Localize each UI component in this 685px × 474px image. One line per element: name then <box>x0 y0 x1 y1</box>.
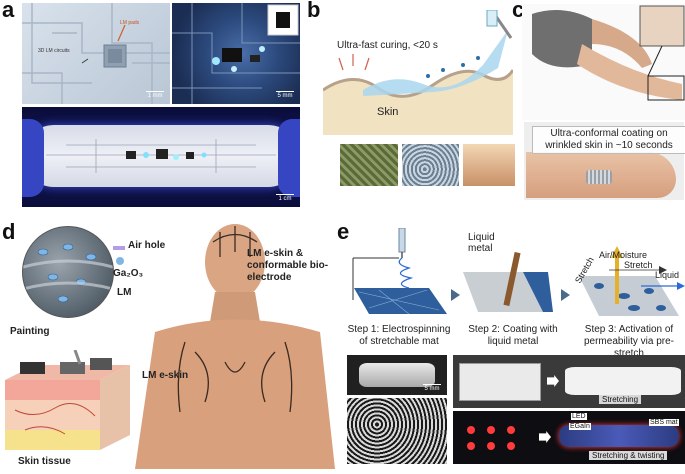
step-arrow-1 <box>451 289 460 301</box>
arrow-twist <box>539 431 551 443</box>
zoom-circle <box>22 226 114 318</box>
texture-photo-leaf <box>340 144 398 186</box>
curing-time-text: Ultra-fast curing, <20 s <box>337 40 438 51</box>
scale-bar-1: 1 mm <box>146 91 164 99</box>
glove-left <box>22 119 44 197</box>
panel-a-label: a <box>2 0 15 22</box>
liquid-label: Liquid <box>655 270 680 280</box>
skin-layers-block <box>5 349 130 450</box>
stretching-caption: Stretching <box>599 395 642 404</box>
air-moisture-label: Air/Moisture <box>599 250 648 260</box>
led-board-graphic <box>172 3 300 104</box>
lm-eskin-label: LM e-skin <box>142 370 189 381</box>
legend-ga2o3-swatch <box>116 257 124 265</box>
circuit-trace-graphic <box>22 3 170 104</box>
panel-d: d Air hole Ga₂O₃ LM LM e-skin & co <box>0 219 335 469</box>
lm-mat-sample <box>359 363 435 387</box>
person-drawing <box>532 5 685 101</box>
photo-sem-porous <box>347 398 447 464</box>
panel-d-label: d <box>2 219 16 244</box>
panel-a-photo-stretched-circuit: 1 cm <box>22 107 300 207</box>
stretched-film <box>36 125 286 187</box>
egain-label: EGaIn <box>569 423 591 430</box>
sample-after <box>565 367 681 395</box>
legend-lm: LM <box>117 287 132 298</box>
skin-tissue-diagram <box>5 349 130 450</box>
human-torso-drawing <box>135 224 335 469</box>
panel-a: a LM pads 3D LM circuits 1 mm <box>0 0 300 215</box>
panel-c-label: c <box>512 0 525 22</box>
panel-b-label: b <box>307 0 321 22</box>
liquid-metal-label: Liquid metal <box>468 232 495 254</box>
step2-caption: Step 2: Coating with liquid metal <box>468 324 558 347</box>
painting-label: Painting <box>10 326 50 337</box>
panel-c: c Ultra-conformal coating on wrinkled sk… <box>510 0 685 215</box>
scale-bar-mat: 5 mm <box>423 384 441 392</box>
texture-photo-hair <box>463 144 515 186</box>
legend-air-hole: Air hole <box>128 240 166 251</box>
scale-bar-3: 1 cm <box>276 194 294 202</box>
panel-e-label: e <box>337 219 350 244</box>
sbs-mat-label: SBS mat <box>649 419 679 426</box>
step1-caption: Step 1: Electrospinning of stretchable m… <box>347 324 451 347</box>
skin-tissue-label: Skin tissue <box>18 456 71 467</box>
eskin-bioelectrode-label: LM e-skin & conformable bio-electrode <box>247 248 329 283</box>
annotation-3d-lm-circuits: 3D LM circuits <box>38 48 70 54</box>
sample-before <box>459 363 541 401</box>
step3-illustration <box>579 246 685 320</box>
scale-bar-2: 5 mm <box>276 91 294 99</box>
led-label: LED <box>571 413 587 420</box>
step2-illustration <box>463 251 553 316</box>
step3-caption: Step 3: Activation of permeability via p… <box>583 324 675 359</box>
photo-lm-mat: 5 mm <box>347 355 447 395</box>
skin-coating-diagram <box>322 9 515 135</box>
stretch-horizontal-label: Stretch <box>624 260 653 270</box>
permeability-drawing <box>579 246 685 316</box>
panel-a-photo-circuit-zoom: LM pads 3D LM circuits 1 mm <box>22 3 170 104</box>
electrospinning-drawing <box>352 227 447 315</box>
stretching-twisting-caption: Stretching & twisting <box>589 451 668 460</box>
conformal-coating-text: Ultra-conformal coating on wrinkled skin… <box>532 126 685 154</box>
arrow-stretch <box>547 375 559 387</box>
coating-patch <box>586 170 612 184</box>
twisted-strip <box>559 425 679 447</box>
panel-e: e Liquid metal Air/Moisture Stretch <box>335 219 685 469</box>
step-arrow-2 <box>561 289 570 301</box>
panel-b: b Ultra-fast curing, <20 s Skin <box>305 0 515 215</box>
glove-right <box>278 119 300 197</box>
person-arm-photo <box>522 4 685 120</box>
photo-led-stretch-twist: LED EGaIn SBS mat Stretching & twisting <box>453 411 685 464</box>
panel-a-photo-led-board: 5 mm <box>172 3 300 104</box>
led-grid-left <box>461 421 531 455</box>
annotation-lm-pads: LM pads <box>120 20 140 26</box>
texture-photo-fingerprint <box>402 144 459 186</box>
photo-stretching: Stretching <box>453 355 685 408</box>
coating-drawing <box>463 251 553 312</box>
legend-air-hole-swatch <box>113 246 125 250</box>
skin-label: Skin <box>377 106 399 118</box>
step1-illustration <box>349 227 449 316</box>
legend-ga2o3: Ga₂O₃ <box>113 268 144 279</box>
human-figure <box>135 222 335 469</box>
curing-illustration <box>322 9 515 135</box>
